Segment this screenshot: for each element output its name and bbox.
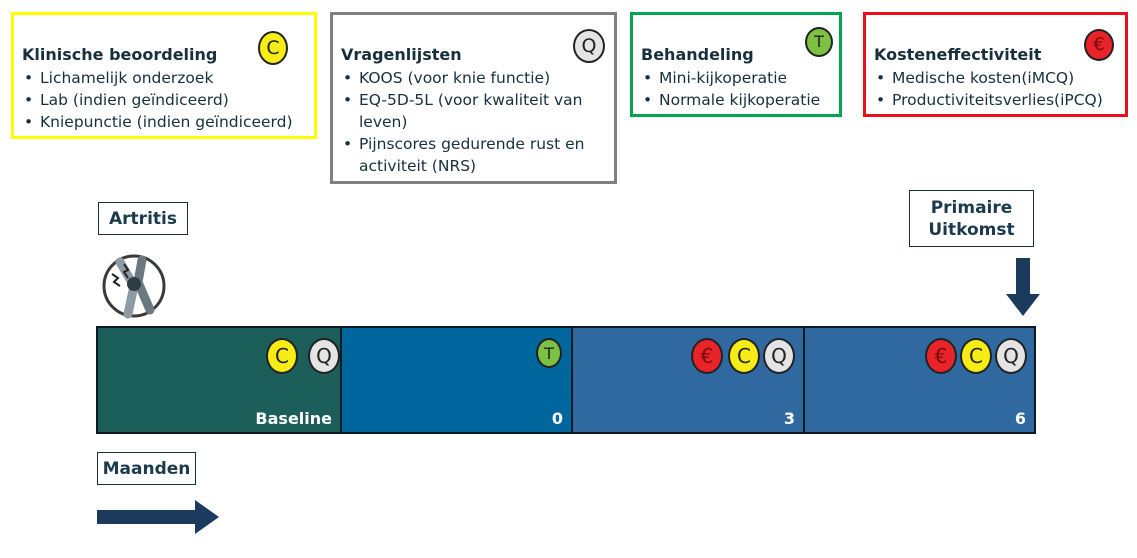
timeline-segment-6: € C Q 6 — [803, 326, 1036, 434]
q-badge-icon: Q — [995, 338, 1027, 374]
timeline-segment-baseline: C Q Baseline — [96, 326, 342, 434]
behandeling-list: Mini-kijkoperatie Normale kijkoperatie — [641, 67, 831, 111]
arrow-right-icon — [97, 500, 221, 534]
list-item: Normale kijkoperatie — [641, 89, 831, 111]
klinische-beoordeling-box: Klinische beoordeling Lichamelijk onderz… — [11, 12, 317, 139]
q-badge-icon: Q — [308, 338, 340, 374]
c-badge-icon: C — [960, 338, 992, 374]
c-badge-icon: C — [728, 338, 760, 374]
klinische-beoordeling-title: Klinische beoordeling — [22, 45, 218, 64]
euro-badge-icon: € — [691, 338, 723, 374]
vragenlijsten-list: KOOS (voor knie functie) EQ-5D-5L (voor … — [341, 67, 606, 177]
t-badge-icon: T — [805, 27, 833, 57]
t-badge-icon: T — [536, 338, 562, 368]
list-item: Lichamelijk onderzoek — [22, 67, 306, 89]
segment-label: 0 — [551, 409, 563, 428]
vragenlijsten-title: Vragenlijsten — [341, 45, 462, 64]
list-item: KOOS (voor knie functie) — [341, 67, 606, 89]
c-badge-icon: C — [258, 31, 288, 65]
primaire-uitkomst-line1: Primaire — [930, 197, 1013, 218]
arrow-down-icon — [1006, 258, 1040, 316]
primaire-uitkomst-line2: Uitkomst — [928, 219, 1015, 240]
q-badge-icon: Q — [763, 338, 795, 374]
klinische-beoordeling-list: Lichamelijk onderzoek Lab (indien geïndi… — [22, 67, 306, 133]
primaire-uitkomst-label: Primaire Uitkomst — [909, 190, 1034, 247]
list-item: Kniepunctie (indien geïndiceerd) — [22, 111, 306, 133]
behandeling-title: Behandeling — [641, 45, 754, 64]
q-badge-icon: Q — [573, 29, 605, 63]
euro-badge-icon: € — [1084, 29, 1114, 61]
segment-label: 6 — [1014, 409, 1026, 428]
kosteneffectiviteit-list: Medische kosten(iMCQ) Productiviteitsver… — [874, 67, 1117, 111]
segment-label: 3 — [783, 409, 795, 428]
knee-joint-pain-icon — [98, 252, 170, 320]
timeline-segment-0: T 0 — [340, 326, 573, 434]
kosteneffectiviteit-box: Kosteneffectiviteit Medische kosten(iMCQ… — [863, 12, 1128, 117]
list-item: EQ-5D-5L (voor kwaliteit van leven) — [341, 89, 606, 133]
vragenlijsten-box: Vragenlijsten KOOS (voor knie functie) E… — [330, 12, 617, 184]
artritis-label: Artritis — [98, 202, 188, 235]
kosteneffectiviteit-title: Kosteneffectiviteit — [874, 45, 1042, 64]
list-item: Medische kosten(iMCQ) — [874, 67, 1117, 89]
list-item: Pijnscores gedurende rust en activiteit … — [341, 133, 606, 177]
c-badge-icon: C — [266, 338, 298, 374]
list-item: Mini-kijkoperatie — [641, 67, 831, 89]
list-item: Lab (indien geïndiceerd) — [22, 89, 306, 111]
behandeling-box: Behandeling Mini-kijkoperatie Normale ki… — [630, 12, 842, 117]
maanden-label: Maanden — [97, 452, 196, 485]
segment-label: Baseline — [255, 409, 332, 428]
timeline-segment-3: € C Q 3 — [571, 326, 805, 434]
list-item: Productiviteitsverlies(iPCQ) — [874, 89, 1117, 111]
euro-badge-icon: € — [925, 338, 957, 374]
